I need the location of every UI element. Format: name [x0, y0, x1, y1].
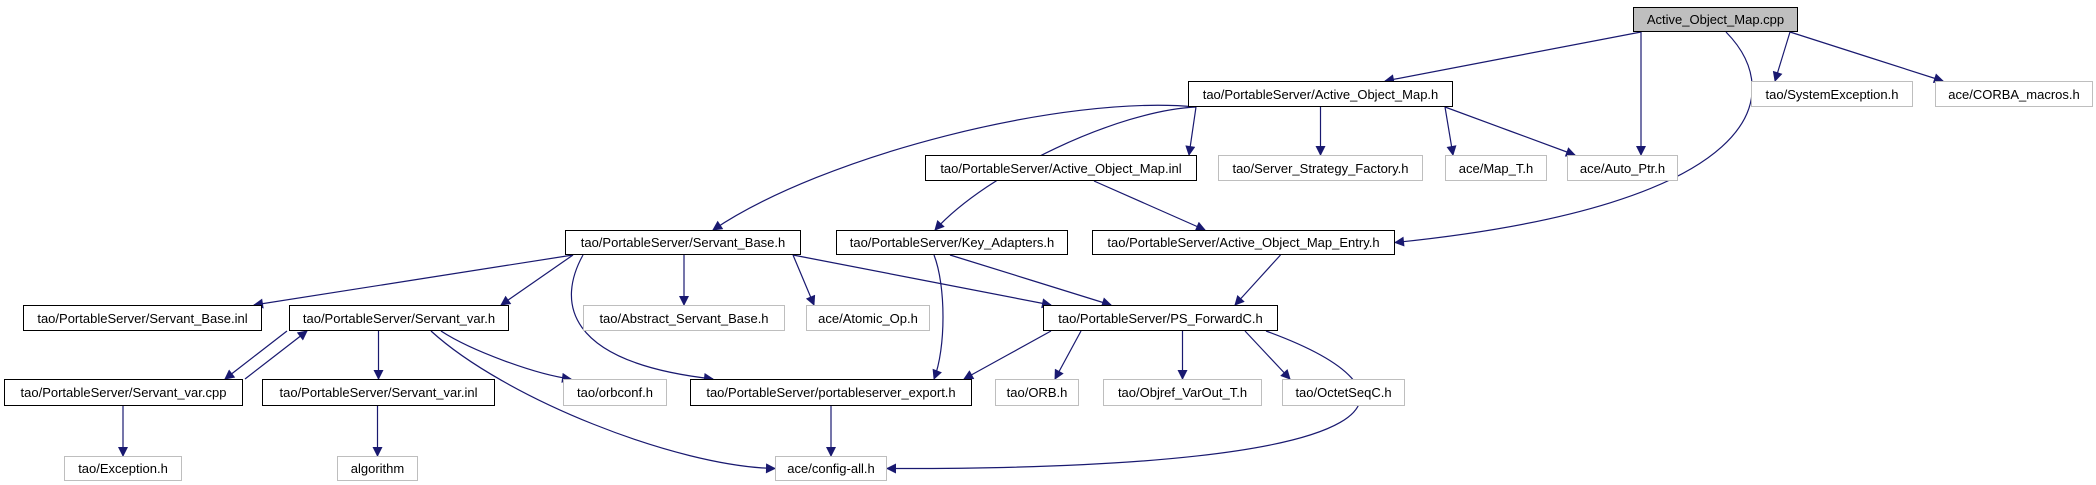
edge-servant_var_h-to-servant_var_cpp	[224, 330, 288, 380]
node-objref-varout-t-h: tao/Objref_VarOut_T.h	[1103, 379, 1262, 406]
edge-ps_forwardc_h-to-ps_export_h	[963, 330, 1052, 380]
node-auto-ptr-h: ace/Auto_Ptr.h	[1567, 155, 1678, 181]
node-servant-var-h[interactable]: tao/PortableServer/Servant_var.h	[289, 305, 509, 331]
edge-aom_cpp-to-aom_entry_h	[1394, 31, 1753, 247]
node-servant-base-inl[interactable]: tao/PortableServer/Servant_Base.inl	[23, 305, 262, 331]
edge-ps_forwardc_h-to-config_all_h	[886, 330, 1361, 474]
edge-servant_base_h-to-servant_base_inl	[253, 254, 574, 309]
node-servant-var-inl[interactable]: tao/PortableServer/Servant_var.inl	[262, 379, 495, 406]
node-server-strategy-factory-h: tao/Server_Strategy_Factory.h	[1218, 155, 1423, 181]
edge-aom_h-to-key_adapters_h	[934, 106, 1197, 231]
edge-servant_var_h-to-orbconf_h	[440, 330, 572, 383]
edge-servant_base_h-to-ps_forwardc_h	[792, 254, 1052, 309]
edge-servant_base_h-to-servant_var_h	[500, 254, 574, 306]
node-abstract-servant-base-h: tao/Abstract_Servant_Base.h	[583, 305, 785, 331]
node-atomic-op-h: ace/Atomic_Op.h	[806, 305, 930, 331]
edge-aom_cpp-to-corba_macros_h	[1789, 31, 1944, 84]
node-octetseqc-h: tao/OctetSeqC.h	[1282, 379, 1405, 406]
edge-aom_entry_h-to-ps_forwardc_h	[1234, 254, 1281, 306]
node-active-object-map-entry-h[interactable]: tao/PortableServer/Active_Object_Map_Ent…	[1092, 230, 1395, 255]
edge-key_adapters_h-to-ps_export_h	[932, 254, 944, 380]
node-config-all-h: ace/config-all.h	[775, 456, 887, 481]
edge-aom_h-to-aom_inl	[1185, 106, 1197, 156]
edge-key_adapters_h-to-ps_forwardc_h	[949, 254, 1112, 308]
node-servant-var-cpp[interactable]: tao/PortableServer/Servant_var.cpp	[4, 379, 243, 406]
node-active-object-map-h[interactable]: tao/PortableServer/Active_Object_Map.h	[1188, 81, 1453, 107]
node-active-object-map-cpp: Active_Object_Map.cpp	[1633, 7, 1798, 32]
node-corba-macros-h: ace/CORBA_macros.h	[1935, 81, 2093, 107]
edge-aom_h-to-servant_base_h	[712, 104, 1197, 231]
node-servant-base-h[interactable]: tao/PortableServer/Servant_Base.h	[565, 230, 801, 255]
edge-servant_var_h-to-config_all_h	[430, 330, 776, 474]
node-key-adapters-h[interactable]: tao/PortableServer/Key_Adapters.h	[836, 230, 1068, 255]
edge-servant_var_cpp-to-servant_var_h	[244, 330, 308, 380]
edge-aom_h-to-map_t_h	[1444, 106, 1457, 156]
node-exception-h: tao/Exception.h	[64, 456, 182, 481]
node-orb-h: tao/ORB.h	[995, 379, 1079, 406]
node-algorithm: algorithm	[337, 456, 418, 481]
node-portableserver-export-h[interactable]: tao/PortableServer/portableserver_export…	[690, 379, 972, 406]
node-map-t-h: ace/Map_T.h	[1445, 155, 1547, 181]
edge-aom_inl-to-aom_entry_h	[1093, 180, 1206, 231]
edge-aom_h-to-auto_ptr_h	[1444, 106, 1576, 157]
edge-ps_forwardc_h-to-orb_h	[1054, 330, 1082, 380]
edge-servant_base_h-to-atomic_op_h	[792, 254, 816, 306]
node-orbconf-h: tao/orbconf.h	[563, 379, 667, 406]
node-active-object-map-inl[interactable]: tao/PortableServer/Active_Object_Map.inl	[925, 155, 1197, 181]
edge-servant_base_h-to-ps_export_h	[570, 254, 714, 383]
edge-aom_cpp-to-aom_h	[1384, 31, 1642, 85]
edge-ps_forwardc_h-to-octetseqc_h	[1244, 330, 1291, 380]
node-ps-forwardc-h[interactable]: tao/PortableServer/PS_ForwardC.h	[1043, 305, 1278, 331]
node-system-exception-h: tao/SystemException.h	[1751, 81, 1913, 107]
edge-aom_cpp-to-sysexc_h	[1772, 31, 1791, 82]
